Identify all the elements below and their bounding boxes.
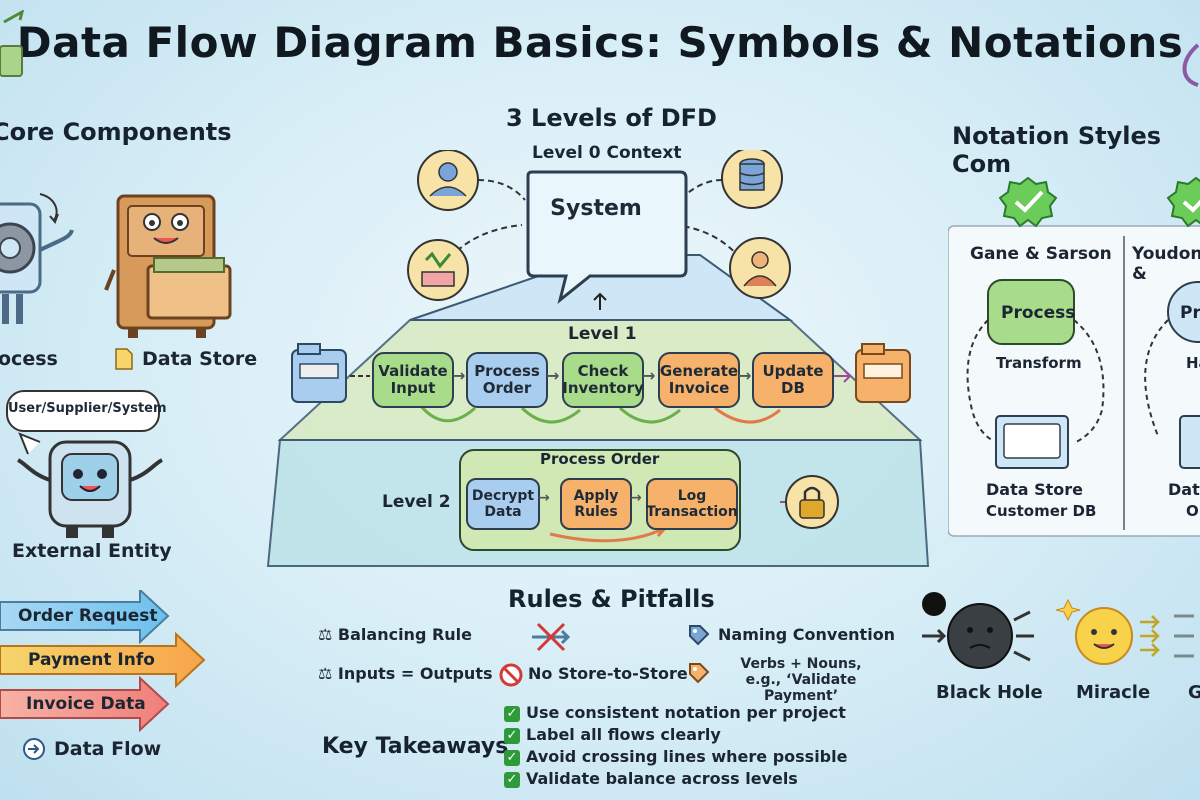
- black-hole-label: Black Hole: [936, 682, 1043, 703]
- level2-label: Level 2: [382, 492, 451, 512]
- gane-process-label: Process: [1001, 303, 1076, 323]
- gane-store-line2: Customer DB: [986, 502, 1097, 520]
- takeaway-item: ✓ Label all flows clearly: [504, 724, 847, 746]
- youdon-store-line1: Data: [1168, 480, 1200, 499]
- miracle-icon: [1055, 598, 1160, 665]
- flow-arrow-icon: →: [538, 490, 550, 506]
- naming-hint-line2: e.g., ‘Validate Payment’: [745, 672, 857, 704]
- takeaway-text: Label all flows clearly: [526, 725, 721, 744]
- balancing-rule: ⚖ Balancing Rule: [318, 625, 472, 644]
- speech-bubble: User/Supplier/System: [6, 390, 167, 432]
- cabinet-icon: [104, 194, 232, 338]
- level2-box-title: Process Order: [540, 450, 660, 468]
- level1-label: Level 1: [568, 324, 637, 344]
- flow-label-invoice-data: Invoice Data: [26, 694, 146, 714]
- level0-label: Level 0 Context: [532, 143, 682, 163]
- process-label: ocess: [0, 348, 58, 370]
- youdon-title: Youdon &: [1132, 244, 1200, 284]
- levels-heading: 3 Levels of DFD: [506, 104, 717, 132]
- payment-info-arrow: [0, 631, 206, 689]
- invoice-data-arrow: [0, 675, 170, 733]
- speech-bubble-text: User/Supplier/System: [8, 401, 167, 416]
- page-title: Data Flow Diagram Basics: Symbols & Nota…: [16, 18, 1184, 67]
- process-gear-icon: [0, 193, 74, 324]
- inputs-outputs-rule: ⚖ Inputs = Outputs: [318, 664, 492, 683]
- checkbox-icon: ✓: [504, 749, 520, 766]
- check-badge-icon: [998, 176, 1058, 228]
- data-store-label: Data Store: [142, 348, 258, 370]
- flow-arrow-icon: →: [546, 366, 560, 385]
- document-icon: [115, 348, 133, 370]
- robot-entity-icon: [16, 432, 164, 538]
- youdon-sub-label: Ha: [1186, 354, 1200, 372]
- rules-heading: Rules & Pitfalls: [508, 585, 715, 613]
- folder-arrow-icon: [0, 10, 25, 77]
- takeaways-list: ✓ Use consistent notation per project ✓ La…: [504, 702, 847, 790]
- black-dot: [922, 592, 946, 616]
- gane-transform-label: Transform: [996, 354, 1082, 372]
- checkbox-icon: ✓: [504, 727, 520, 744]
- gane-title: Gane & Sarson: [970, 244, 1112, 264]
- flow-arrow-icon: →: [452, 366, 466, 385]
- gane-process-shape: [987, 279, 1075, 345]
- prohibited-icon: [499, 663, 523, 687]
- checkbox-icon: ✓: [504, 771, 520, 788]
- pitfall-icons: [922, 592, 1194, 669]
- youdon-store-line2: Or: [1186, 502, 1200, 520]
- inputs-outputs-text: Inputs = Outputs: [337, 664, 493, 683]
- tag-icon-2: [689, 663, 710, 684]
- no-store-to-store: No Store-to-Store: [528, 664, 688, 683]
- scale-icon-2: ⚖: [318, 664, 338, 683]
- takeaway-item: ✓ Validate balance across levels: [504, 768, 847, 790]
- flow-arrow-icon: →: [642, 366, 656, 385]
- naming-convention: Naming Convention: [718, 625, 896, 644]
- tag-icon: [689, 625, 710, 646]
- system-bubble: [526, 170, 688, 304]
- flow-arrow-icon: →: [630, 490, 642, 506]
- balancing-rule-text: Balancing Rule: [337, 625, 473, 644]
- data-flow-label: Data Flow: [54, 738, 162, 760]
- swirl-icon: [1182, 43, 1200, 87]
- gane-store-line1: Data Store: [986, 480, 1083, 499]
- takeaways-heading: Key Takeaways: [322, 734, 509, 759]
- takeaway-item: ✓ Avoid crossing lines where possible: [504, 746, 847, 768]
- black-hole-icon: [947, 603, 1013, 669]
- flow-label-payment-info: Payment Info: [28, 650, 155, 670]
- notation-heading: Notation Styles Com: [952, 122, 1162, 178]
- youdon-process-label: Pr: [1180, 303, 1200, 323]
- external-entity-label: External Entity: [12, 540, 172, 562]
- flow-label-order-request: Order Request: [18, 606, 158, 626]
- takeaway-item: ✓ Use consistent notation per project: [504, 702, 847, 724]
- takeaway-text: Avoid crossing lines where possible: [526, 747, 848, 766]
- takeaway-text: Validate balance across levels: [526, 769, 798, 788]
- notation-panel: [948, 176, 1200, 537]
- naming-hint: Verbs + Nouns, e.g., ‘Validate Payment’: [716, 656, 886, 704]
- order-request-arrow: [0, 590, 170, 645]
- crossed-arrows-icon: [532, 622, 571, 652]
- data-flow-icon: [23, 738, 45, 760]
- youdon-process-shape: [1167, 281, 1200, 343]
- takeaway-text: Use consistent notation per project: [526, 703, 846, 722]
- checkbox-icon: ✓: [504, 705, 520, 722]
- flow-arrow-icon: →: [738, 366, 752, 385]
- flow-arrows: [0, 590, 206, 733]
- scale-icon: ⚖: [318, 625, 338, 644]
- naming-hint-line1: Verbs + Nouns,: [740, 656, 862, 672]
- gray-label: G: [1188, 682, 1200, 703]
- miracle-label: Miracle: [1076, 682, 1151, 703]
- system-label: System: [550, 196, 642, 221]
- core-components-heading: Core Components: [0, 118, 232, 146]
- inbox-entity: [407, 239, 469, 301]
